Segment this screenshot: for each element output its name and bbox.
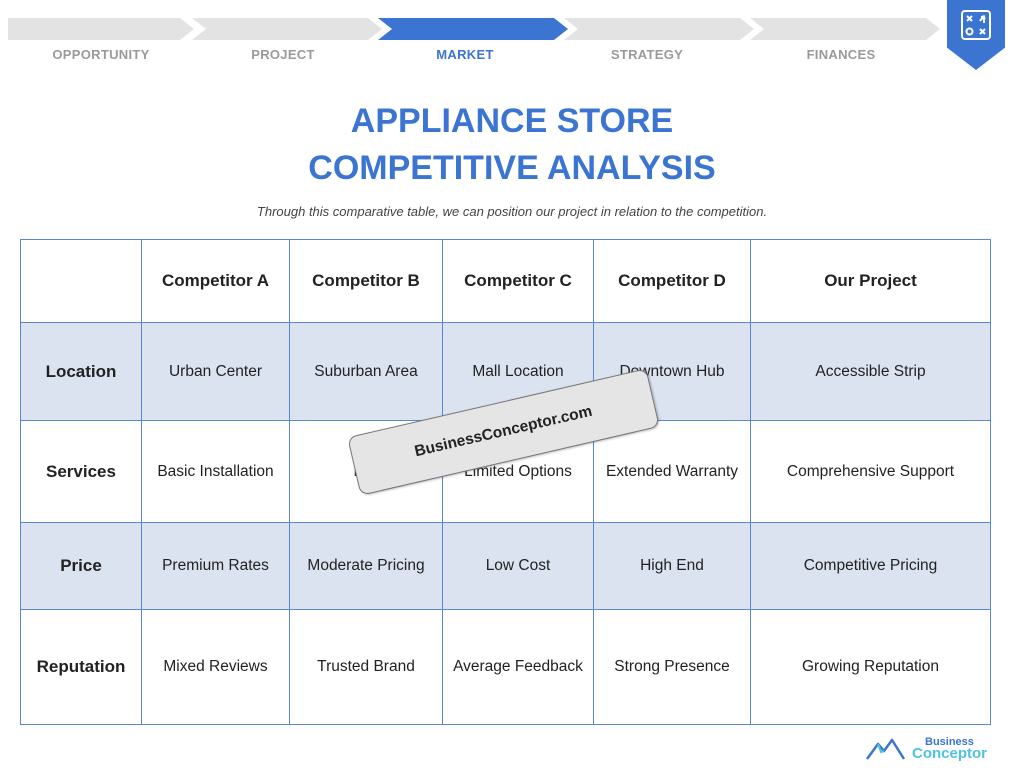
row-label-location: Location	[20, 322, 142, 421]
table-cell: Accessible Strip	[750, 322, 991, 421]
logo-text-business: Business	[925, 736, 974, 748]
table-cell: Premium Rates	[141, 522, 290, 610]
step-label-opportunity[interactable]: OPPORTUNITY	[52, 47, 150, 62]
table-cell: High End	[593, 522, 751, 610]
table-cell: Moderate Pricing	[289, 522, 443, 610]
step-label-market[interactable]: MARKET	[436, 47, 494, 62]
progress-steps	[8, 18, 938, 40]
header-our-project: Our Project	[750, 239, 991, 323]
row-label-services: Services	[20, 420, 142, 523]
table-cell: Average Feedback	[442, 609, 594, 725]
table-cell: Basic Installation	[141, 420, 290, 523]
logo-text-conceptor: Conceptor	[912, 745, 987, 762]
table-cell: Competitive Pricing	[750, 522, 991, 610]
step-bar-finances[interactable]	[750, 18, 940, 40]
step-label-strategy[interactable]: STRATEGY	[610, 47, 684, 62]
table-row-location: Location Urban Center Suburban Area Mall…	[20, 322, 991, 421]
header-competitor-d: Competitor D	[593, 239, 751, 323]
table-cell: Mixed Reviews	[141, 609, 290, 725]
step-label-project[interactable]: PROJECT	[251, 47, 315, 62]
table-cell: Growing Reputation	[750, 609, 991, 725]
step-label-finances[interactable]: FINANCES	[806, 47, 876, 62]
step-bar-market[interactable]	[378, 18, 568, 40]
table-cell: Urban Center	[141, 322, 290, 421]
step-bar-opportunity[interactable]	[8, 18, 194, 40]
row-label-reputation: Reputation	[20, 609, 142, 725]
competitive-analysis-table: Competitor A Competitor B Competitor C C…	[20, 239, 991, 725]
header-competitor-c: Competitor C	[442, 239, 594, 323]
row-label-price: Price	[20, 522, 142, 610]
section-badge	[947, 0, 1005, 70]
table-cell: Trusted Brand	[289, 609, 443, 725]
page-title-line1: APPLIANCE STORE	[350, 102, 674, 140]
table-header-row: Competitor A Competitor B Competitor C C…	[20, 239, 991, 323]
table-cell: Low Cost	[442, 522, 594, 610]
page-title-line2: COMPETITIVE ANALYSIS	[308, 149, 716, 187]
step-bar-strategy[interactable]	[564, 18, 754, 40]
table-cell: Strong Presence	[593, 609, 751, 725]
table-cell: Extended Warranty	[593, 420, 751, 523]
header-competitor-b: Competitor B	[289, 239, 443, 323]
header-competitor-a: Competitor A	[141, 239, 290, 323]
table-row-reputation: Reputation Mixed Reviews Trusted Brand A…	[20, 609, 991, 725]
table-cell: Suburban Area	[289, 322, 443, 421]
strategy-board-icon	[961, 10, 991, 40]
brand-logo[interactable]: Business Conceptor	[866, 735, 996, 763]
step-bar-project[interactable]	[192, 18, 382, 40]
mountain-logo-icon	[866, 738, 906, 760]
page-subtitle: Through this comparative table, we can p…	[256, 204, 768, 219]
table-row-price: Price Premium Rates Moderate Pricing Low…	[20, 522, 991, 610]
table-cell: Comprehensive Support	[750, 420, 991, 523]
header-cell-empty	[20, 239, 142, 323]
